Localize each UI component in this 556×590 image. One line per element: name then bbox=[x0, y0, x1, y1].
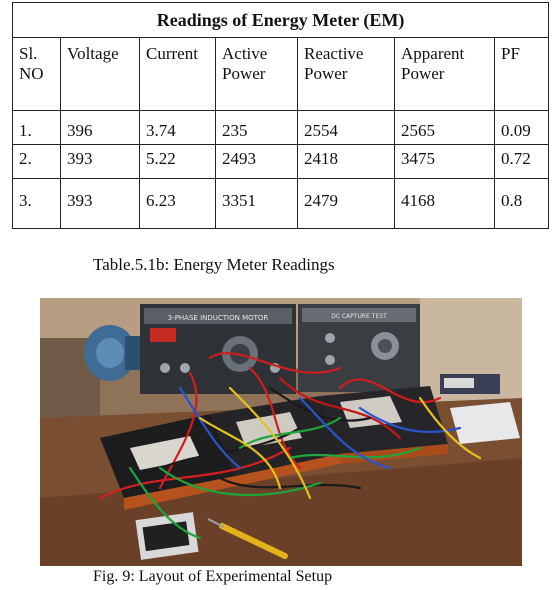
column-header: Voltage bbox=[60, 37, 140, 111]
table-cell: 2565 bbox=[394, 110, 495, 145]
table-cell: 393 bbox=[60, 178, 140, 229]
table-cell: 235 bbox=[215, 110, 298, 145]
column-header-text: Apparent bbox=[401, 44, 465, 63]
table-cell: 3475 bbox=[394, 144, 495, 179]
column-header-text: Current bbox=[146, 44, 198, 63]
table-cell: 0.8 bbox=[493, 178, 550, 229]
table-cell: 4168 bbox=[394, 178, 495, 229]
table-cell: 2. bbox=[12, 144, 61, 179]
table-cell: 3. bbox=[12, 178, 61, 229]
table-cell: 3351 bbox=[215, 178, 298, 229]
table-cell: 5.22 bbox=[139, 144, 216, 179]
table-cell: 393 bbox=[60, 144, 140, 179]
table-cell: 2418 bbox=[297, 144, 395, 179]
table-cell: 2493 bbox=[215, 144, 298, 179]
table-cell: 2479 bbox=[297, 178, 395, 229]
table-cell: 3.74 bbox=[139, 110, 216, 145]
column-header-text: Power bbox=[304, 64, 348, 83]
column-header: PF bbox=[493, 37, 550, 111]
figure-caption: Fig. 9: Layout of Experimental Setup bbox=[93, 568, 333, 585]
experimental-setup-photo: 3-PHASE INDUCTION MOTOR DC CAPTURE TEST bbox=[40, 298, 522, 566]
column-header: Sl.NO bbox=[12, 37, 61, 111]
table-cell: 2554 bbox=[297, 110, 395, 145]
column-header: Current bbox=[139, 37, 216, 111]
panel-left-label: 3-PHASE INDUCTION MOTOR bbox=[168, 314, 269, 322]
panel-right-label: DC CAPTURE TEST bbox=[331, 313, 387, 320]
column-header-text: Voltage bbox=[67, 44, 119, 63]
column-header-text: Reactive bbox=[304, 44, 364, 63]
column-header-text: NO bbox=[19, 64, 44, 83]
column-header-text: PF bbox=[501, 44, 520, 63]
table-cell: 396 bbox=[60, 110, 140, 145]
table-cell: 6.23 bbox=[139, 178, 216, 229]
table-cell: 0.09 bbox=[493, 110, 550, 145]
column-header-text: Power bbox=[222, 64, 266, 83]
energy-meter-table: Readings of Energy Meter (EM) Sl.NO Volta… bbox=[11, 2, 550, 229]
column-header-text: Sl. bbox=[19, 44, 38, 63]
table-title: Readings of Energy Meter (EM) bbox=[11, 2, 550, 38]
column-header-text: Power bbox=[401, 64, 445, 83]
table-caption: Table.5.1b: Energy Meter Readings bbox=[93, 255, 335, 274]
table-cell: 0.72 bbox=[493, 144, 550, 179]
column-header-text: Active bbox=[222, 44, 268, 63]
table-cell: 1. bbox=[12, 110, 61, 145]
